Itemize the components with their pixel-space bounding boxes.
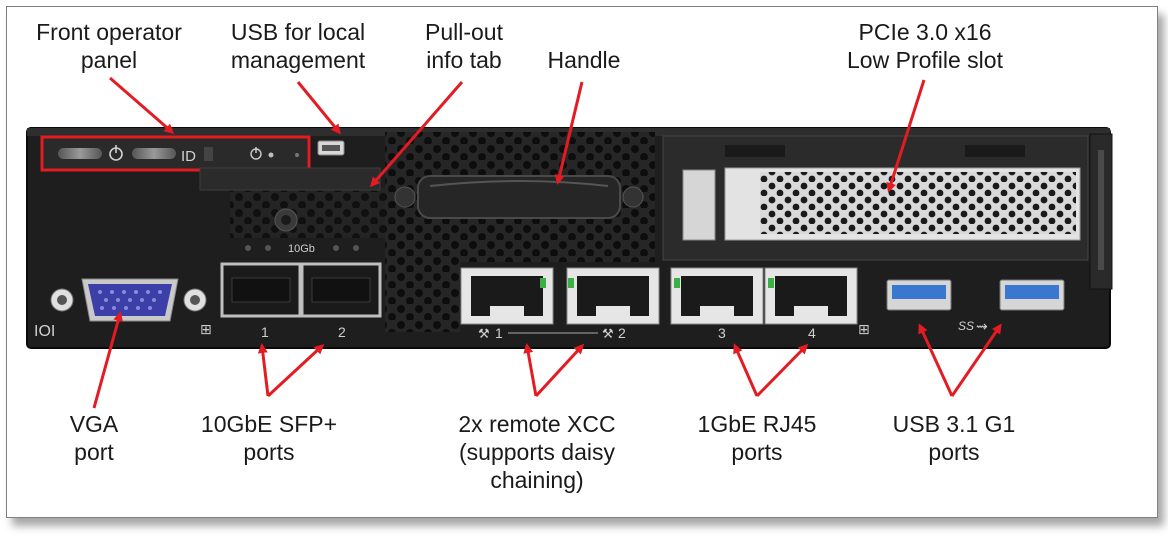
rj45-port-3[interactable] — [670, 267, 764, 325]
xcc-port-2[interactable] — [566, 267, 660, 325]
rj45-port-4[interactable] — [764, 267, 858, 325]
vga-port[interactable]: IOI — [34, 278, 207, 340]
sfp-port-group: 10Gb ⊞ 1 2 — [200, 243, 382, 340]
xcc-port-2-label: 2 — [618, 325, 626, 341]
rj45-port-3-label: 3 — [718, 325, 726, 341]
wrench-icon: ⚒ — [602, 326, 614, 341]
label-line: USB 3.1 G1 — [892, 411, 1016, 437]
arrow-handle — [554, 81, 584, 185]
arrow-xcc-2 — [534, 343, 585, 398]
usb3-port-group: SS ⇝ — [886, 279, 1065, 334]
pcie-slot — [662, 135, 1089, 261]
label-line: Handle — [547, 47, 621, 73]
arrow-pullout — [370, 81, 464, 188]
label-line: 10GbE SFP+ — [200, 411, 338, 437]
fault-led-icon — [204, 147, 213, 161]
label-line: ports — [243, 439, 295, 465]
usb-icon: ⇝ — [976, 318, 988, 334]
label-sfp-ports: 10GbE SFP+ ports — [186, 410, 352, 466]
label-handle: Handle — [536, 46, 632, 74]
xcc-port-1-label: 1 — [495, 325, 503, 341]
label-rj45-ports: 1GbE RJ45 ports — [682, 410, 832, 466]
usb-ss-label: SS — [958, 319, 974, 333]
label-line: panel — [80, 47, 138, 73]
arrow-usb31-1 — [918, 323, 954, 397]
label-line: Front operator — [36, 19, 182, 45]
label-line: VGA — [69, 411, 119, 437]
rj45-port-group: ⚒ 1 ⚒ 2 3 4 ⊞ — [460, 267, 870, 341]
sfp-speed-label: 10Gb — [288, 243, 315, 255]
power-button-icon[interactable] — [109, 145, 123, 161]
label-xcc-ports: 2x remote XCC (supports daisy chaining) — [440, 410, 634, 494]
label-pcie-slot: PCIe 3.0 x16 Low Profile slot — [830, 18, 1020, 74]
pull-out-info-tab[interactable] — [199, 167, 381, 191]
label-line: ports — [731, 439, 783, 465]
label-line: ports — [928, 439, 980, 465]
arrow-xcc-1 — [523, 343, 538, 397]
label-line: 2x remote XCC — [458, 411, 616, 437]
id-button[interactable] — [132, 148, 176, 159]
label-line: Low Profile slot — [847, 47, 1003, 73]
power-led-icon — [250, 147, 274, 160]
label-front-operator-panel: Front operator panel — [26, 18, 192, 74]
arrow-usb31-2 — [950, 323, 1002, 397]
label-line: USB for local — [230, 19, 366, 45]
label-line: Pull-out — [425, 19, 503, 45]
label-pullout-info-tab: Pull-out info tab — [410, 18, 518, 74]
sfp-port-2-label: 2 — [338, 324, 346, 340]
arrow-vga — [92, 311, 123, 409]
arrow-rj45-3 — [733, 343, 759, 397]
arrow-sfp-1 — [257, 343, 270, 397]
arrow-sfp-2 — [266, 343, 325, 398]
handle[interactable] — [394, 175, 644, 219]
label-line: PCIe 3.0 x16 — [858, 19, 992, 45]
xcc-port-1[interactable] — [460, 267, 554, 325]
label-usb31-ports: USB 3.1 G1 ports — [876, 410, 1032, 466]
wrench-icon: ⚒ — [478, 326, 490, 341]
arrow-rj45-4 — [755, 343, 809, 398]
front-operator-panel: ID — [40, 135, 311, 172]
arrow-pcie — [886, 79, 926, 193]
arrow-front-panel — [109, 76, 175, 134]
network-icon: ⊞ — [200, 321, 212, 337]
label-line: chaining) — [490, 467, 584, 493]
id-label: ID — [181, 148, 196, 165]
led-indicator — [58, 148, 102, 159]
label-line: port — [74, 439, 114, 465]
callout-arrows — [92, 76, 1002, 409]
label-vga-port: VGA port — [54, 410, 134, 466]
label-line: 1GbE RJ45 — [697, 411, 817, 437]
vga-icon: IOI — [34, 323, 55, 340]
slot-latch[interactable] — [682, 169, 716, 241]
label-line: management — [230, 47, 366, 73]
sfp-port-1-label: 1 — [261, 324, 269, 340]
label-line: (supports daisy — [459, 439, 615, 465]
label-usb-local-management: USB for local management — [218, 18, 378, 74]
arrow-usb-local — [296, 81, 341, 135]
network-icon: ⊞ — [858, 321, 870, 337]
rj45-port-4-label: 4 — [808, 325, 816, 341]
label-line: info tab — [426, 47, 502, 73]
